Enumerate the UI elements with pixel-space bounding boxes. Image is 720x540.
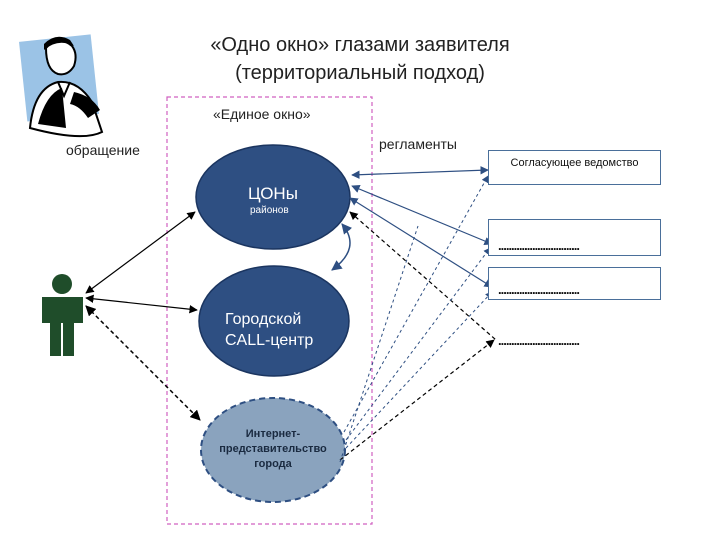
call-line-1: Городской [225, 311, 302, 328]
arrow-internet-agency1 [343, 175, 489, 433]
agency-box-2-dots: ............................... [498, 238, 580, 253]
internet-line-2: представительство [219, 443, 327, 455]
agency-box-3-dots: ............................... [498, 282, 580, 297]
tson-subtitle: районов [250, 205, 289, 216]
arrow-internet-agency4 [339, 339, 495, 461]
call-line-2: CALL-центр [225, 332, 314, 349]
agency-box-3 [488, 267, 661, 300]
arrow-tson-agency3 [349, 197, 493, 288]
arrow-tson-call [331, 223, 353, 271]
internet-node [200, 397, 346, 503]
arrow-applicant-internet [85, 305, 201, 421]
title-line-1: «Одно окно» глазами заявителя [210, 34, 510, 56]
arrow-internet-mid [339, 225, 419, 463]
internet-line-1: Интернет- [245, 428, 301, 440]
internet-line-3: города [254, 458, 292, 470]
tson-node [195, 144, 351, 250]
right-label: регламенты [379, 136, 457, 152]
arrow-tson-agency4 [349, 211, 497, 341]
applicant-person-icon [42, 274, 83, 356]
arrow-applicant-call [85, 294, 198, 314]
arrow-tson-agency1 [351, 166, 489, 179]
agency-4-dots: ............................... [498, 333, 580, 348]
agency-box-2 [488, 219, 661, 256]
arrow-applicant-tson [85, 211, 196, 294]
agency-box-1-label: Согласующее ведомство [510, 157, 639, 169]
tson-title: ЦОНы [248, 184, 298, 203]
arrow-tson-agency2 [351, 185, 493, 245]
arrow-internet-agency3 [345, 291, 493, 449]
left-label: обращение [66, 142, 140, 158]
arrow-internet-agency2 [345, 247, 491, 441]
agency-box-1: Согласующее ведомство [488, 150, 661, 185]
frame-label: «Единое окно» [213, 106, 311, 122]
title-line-2: (территориальный подход) [235, 62, 485, 84]
